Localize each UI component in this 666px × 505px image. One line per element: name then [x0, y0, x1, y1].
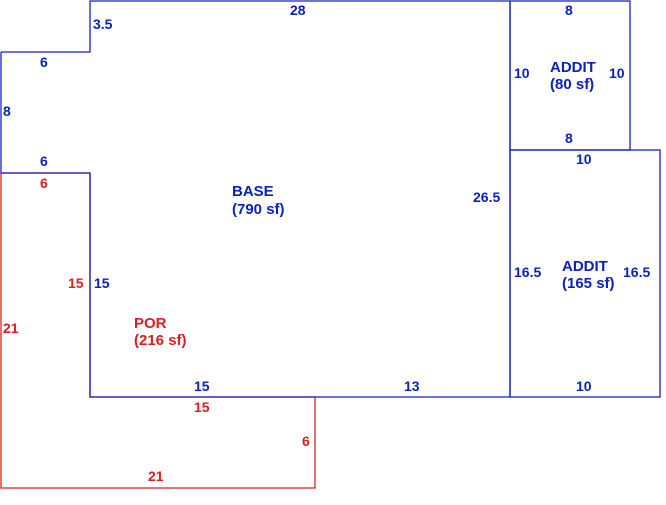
dim-addit-top-right: 10	[609, 65, 625, 81]
addit-right-area-label: (165 sf)	[562, 275, 615, 292]
dim-base-bottom-left: 15	[194, 378, 210, 394]
dim-base-notch-horizontal: 6	[40, 54, 48, 70]
dim-base-left-step: 6	[40, 153, 48, 169]
porch-area-label: (216 sf)	[134, 332, 187, 349]
dim-addit-right-left: 16.5	[514, 264, 541, 280]
addit-top-name-label: ADDIT	[550, 59, 596, 76]
base-name-label: BASE	[232, 183, 274, 200]
dim-base-bottom-right: 13	[404, 378, 420, 394]
dim-addit-top-bottom: 8	[565, 130, 573, 146]
dim-base-right: 26.5	[473, 189, 500, 205]
dim-porch-bottom: 21	[148, 468, 164, 484]
dim-porch-inner-right: 15	[68, 275, 84, 291]
dim-addit-top-top: 8	[565, 2, 573, 18]
base-area-label: (790 sf)	[232, 201, 285, 218]
porch-name-label: POR	[134, 315, 167, 332]
dim-porch-right: 6	[302, 433, 310, 449]
dim-addit-right-top: 10	[576, 151, 592, 167]
dim-base-left-lower: 15	[94, 275, 110, 291]
dim-base-top: 28	[290, 2, 306, 18]
dim-base-notch-vertical: 3.5	[93, 16, 113, 32]
dim-base-left-upper: 8	[3, 103, 11, 119]
dim-porch-left: 21	[3, 320, 19, 336]
addit-right-name-label: ADDIT	[562, 258, 608, 275]
dim-porch-top-edge: 15	[194, 399, 210, 415]
dim-addit-right-bottom: 10	[576, 378, 592, 394]
addit-top-area-label: (80 sf)	[550, 76, 594, 93]
dim-porch-top: 6	[40, 175, 48, 191]
addit-right-outline	[509, 149, 661, 398]
dim-addit-top-left: 10	[514, 65, 530, 81]
dim-addit-right-right: 16.5	[623, 264, 650, 280]
